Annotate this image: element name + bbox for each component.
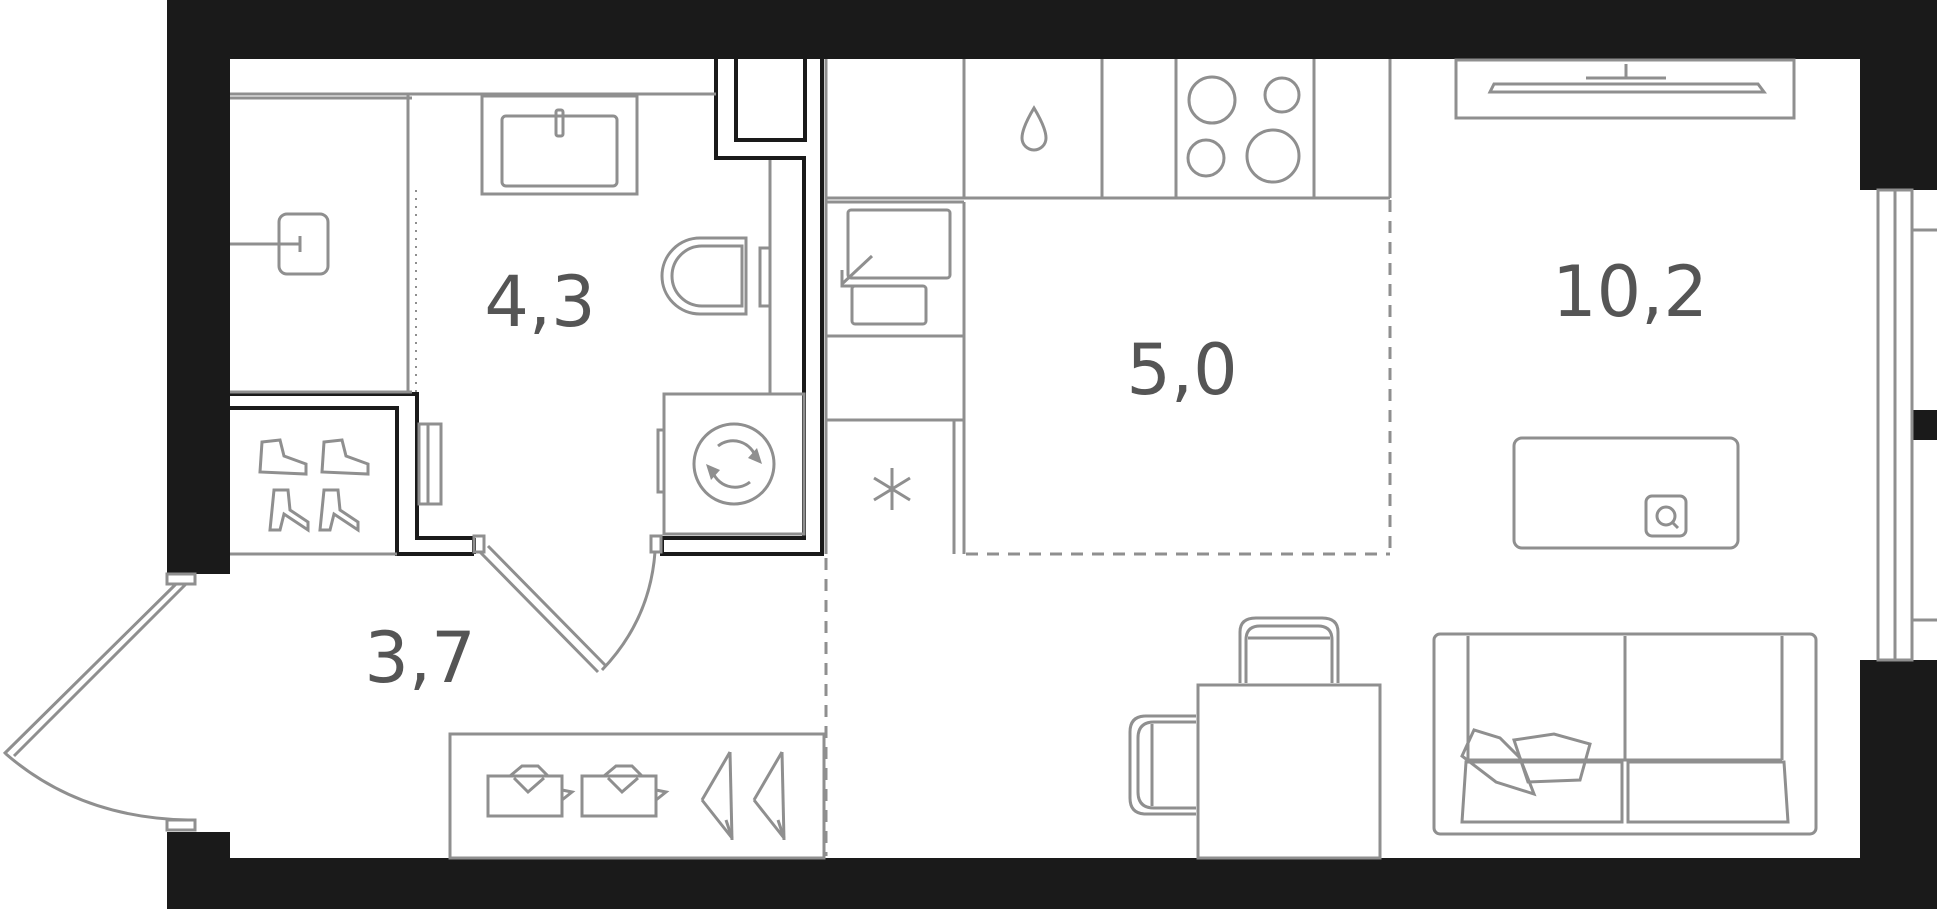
stove-icon [1186, 75, 1301, 184]
table-icon [1196, 683, 1382, 860]
toilet-icon [660, 160, 772, 394]
tv-icon [1454, 58, 1796, 120]
interior-walls [230, 59, 824, 556]
fridge-snowflake-icon [873, 468, 911, 510]
dining-set [1128, 616, 1382, 860]
wardrobe [448, 732, 826, 860]
hallway-area-label: 3,7 [364, 617, 475, 699]
water-drop-icon [1020, 105, 1048, 152]
sink-icon [480, 94, 639, 196]
kitchen-sink-icon [840, 208, 952, 326]
chair-icon [1128, 714, 1196, 816]
entrance-door [2, 572, 197, 832]
kitchen-area-label: 5,0 [1126, 329, 1237, 411]
zone-boundaries [824, 200, 1392, 856]
shower-icon [230, 212, 330, 276]
bathroom-door [472, 534, 663, 674]
ottoman-icon [1512, 436, 1740, 550]
bathroom-fixtures [230, 92, 806, 536]
bathroom-area-label: 4,3 [484, 261, 595, 343]
hanger-icon [700, 751, 786, 841]
pillow-icon [1460, 728, 1592, 797]
living-room-area-label: 10,2 [1552, 251, 1708, 333]
shoes-icon [258, 438, 370, 533]
chair-icon [1238, 616, 1340, 683]
folded-clothes-icon [486, 764, 670, 818]
sofa-icon [1432, 632, 1818, 836]
window [1876, 188, 1937, 662]
washing-machine-icon [656, 392, 806, 536]
shoe-closet [230, 422, 443, 556]
kitchen-counter [824, 59, 1392, 554]
exterior-walls [167, 0, 1937, 909]
